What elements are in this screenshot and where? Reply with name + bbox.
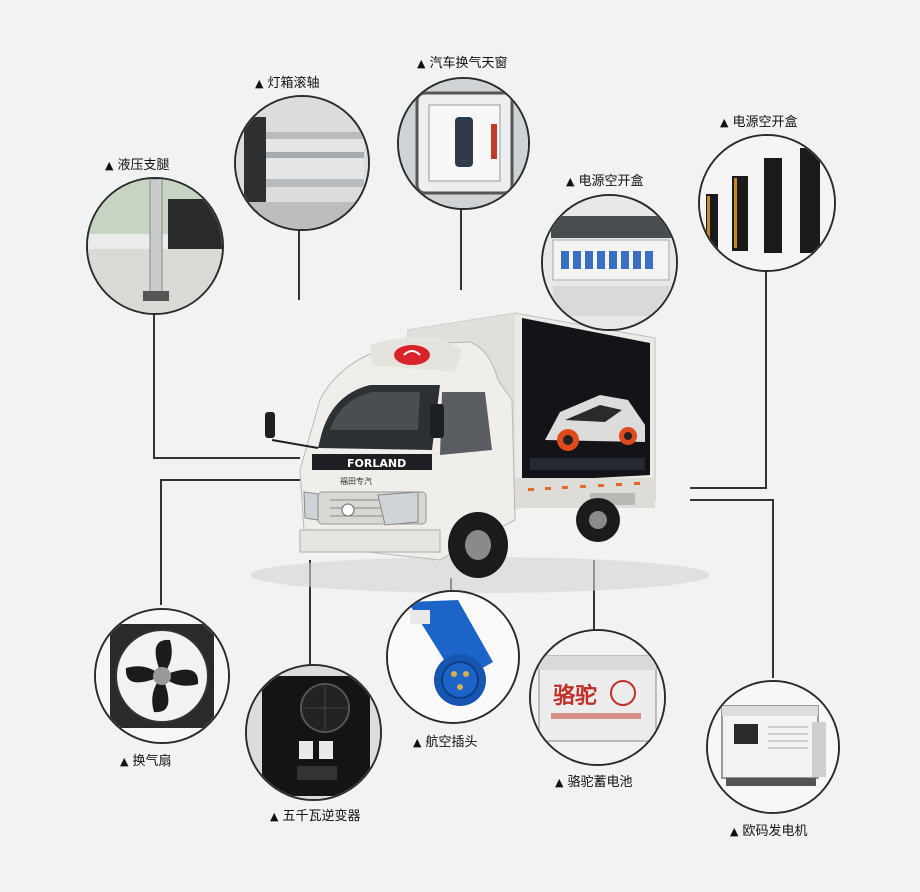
label-power-switch-box-2: ▲电源空开盒: [720, 115, 798, 130]
label-light-box-roller: ▲灯箱滚轴: [255, 76, 320, 91]
battery-brand-text: 骆驼: [553, 683, 597, 709]
inverter-photo: [245, 664, 382, 801]
power-switch-box-photo-1: [541, 194, 678, 331]
foton-logo-icon: [394, 345, 430, 365]
euro-generator-photo: [706, 680, 840, 814]
label-hydraulic-leg: ▲液压支腿: [105, 158, 170, 173]
label-power-switch-box-1: ▲电源空开盒: [566, 174, 644, 189]
light-box-roller-photo: [234, 95, 370, 231]
label-aviation-plug: ▲航空插头: [413, 735, 478, 750]
led-screen: [522, 318, 650, 482]
label-camel-battery: ▲骆驼蓄电池: [555, 775, 633, 790]
aviation-plug-photo: [386, 590, 520, 724]
label-exhaust-fan: ▲换气扇: [120, 754, 172, 769]
camel-battery-photo: 骆驼: [529, 629, 666, 766]
label-vent-skylight: ▲汽车换气天窗: [417, 56, 508, 71]
power-switch-box-photo-2: [698, 134, 836, 272]
screen-car-image: [530, 395, 645, 470]
hydraulic-leg-photo: [86, 177, 224, 315]
brand-badge: FORLAND: [347, 457, 406, 470]
exhaust-fan-photo: [94, 608, 230, 744]
label-inverter: ▲五千瓦逆变器: [270, 809, 361, 824]
cab-text: 福田专汽: [340, 476, 372, 486]
vent-skylight-photo: [397, 77, 530, 210]
label-euro-generator: ▲欧码发电机: [730, 824, 808, 839]
